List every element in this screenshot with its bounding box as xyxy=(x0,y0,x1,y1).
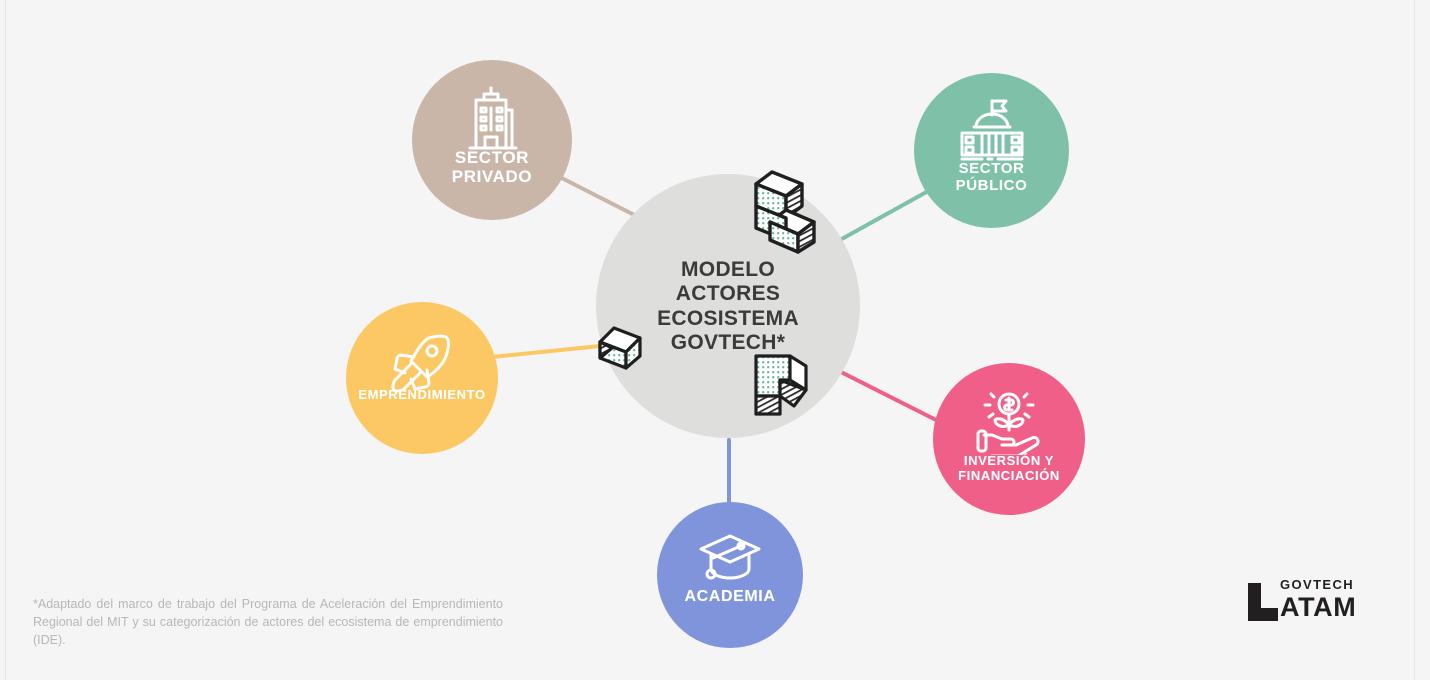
node-label-emprendimiento: EMPRENDIMIENTO xyxy=(358,387,486,402)
logo-wordmark: GOVTECH ATAM xyxy=(1280,578,1356,621)
node-circle-inversion-financiacion[interactable]: INVERSIÓN Y FINANCIACIÓN xyxy=(933,363,1085,515)
government-building-icon xyxy=(956,95,1028,163)
money-plant-hand-icon xyxy=(974,387,1044,458)
node-label-sector-publico: SECTOR PÚBLICO xyxy=(955,160,1028,194)
connector-sector-privado xyxy=(546,169,650,224)
logo-govtech-text: GOVTECH xyxy=(1280,577,1355,592)
footnote-text: *Adaptado del marco de trabajo del Progr… xyxy=(33,597,503,647)
govtech-latam-logo: GOVTECH ATAM xyxy=(1248,578,1356,621)
node-circle-academia[interactable]: ACADEMIA xyxy=(657,502,803,648)
node-label-sector-privado: SECTOR PRIVADO xyxy=(451,148,533,187)
rocket-icon xyxy=(387,328,457,396)
node-label-inversion-financiacion: INVERSIÓN Y FINANCIACIÓN xyxy=(958,453,1060,483)
logo-latam-text: ATAM xyxy=(1280,592,1357,622)
node-circle-sector-privado[interactable]: SECTOR PRIVADO xyxy=(412,60,572,220)
office-building-icon xyxy=(456,84,528,156)
connector-inversion xyxy=(839,370,946,426)
node-label-academia: ACADEMIA xyxy=(684,588,776,605)
isometric-arrow-left-icon xyxy=(592,318,654,380)
connector-emprendimiento xyxy=(490,343,612,359)
hub-title: MODELO ACTORES ECOSISTEMA GOVTECH* xyxy=(657,258,799,355)
node-circle-sector-publico[interactable]: SECTOR PÚBLICO xyxy=(914,73,1069,228)
isometric-block-top-icon xyxy=(726,166,822,258)
hub-circle-modelo-actores: MODELO ACTORES ECOSISTEMA GOVTECH* xyxy=(596,170,860,438)
node-circle-emprendimiento[interactable]: EMPRENDIMIENTO xyxy=(346,302,498,454)
isometric-arrow-right-icon xyxy=(736,350,814,426)
slide-frame-left-edge xyxy=(5,0,6,680)
slide-frame-right-edge xyxy=(1414,0,1415,680)
graduation-cap-icon xyxy=(695,530,765,588)
connector-sector-publico xyxy=(838,188,932,242)
logo-l-mark-icon xyxy=(1248,583,1278,621)
